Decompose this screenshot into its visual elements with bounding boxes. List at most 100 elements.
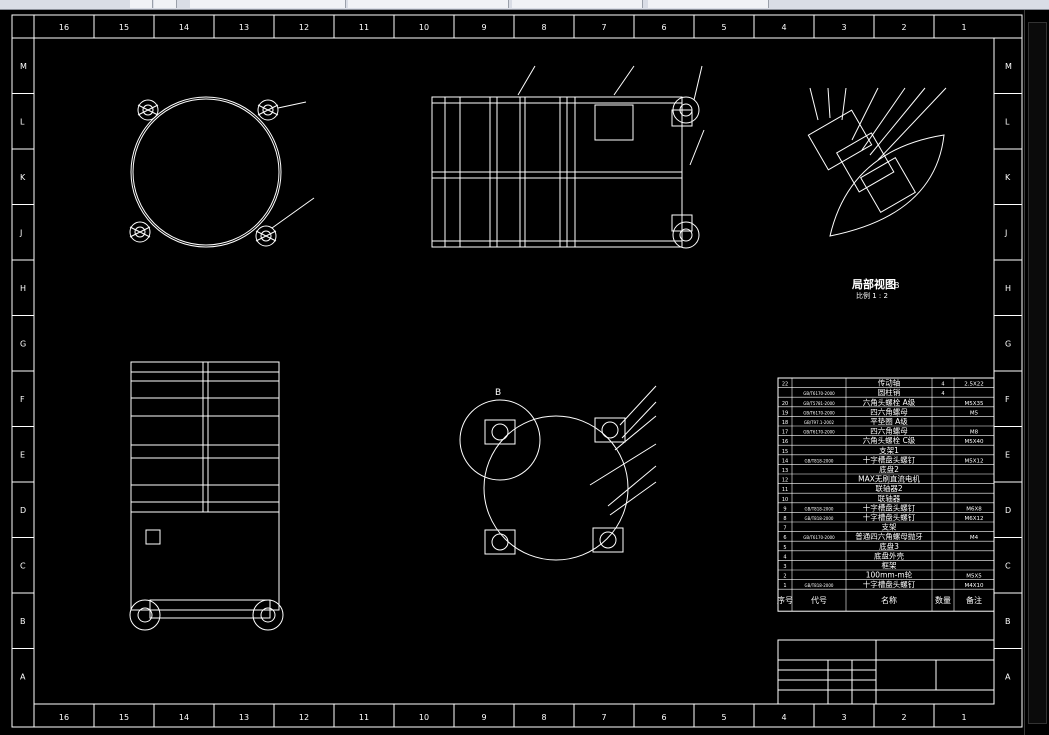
bom-cell: GB/T6170-2000	[803, 535, 835, 540]
column-label: 2	[901, 713, 906, 722]
toolbar-combo-3[interactable]	[512, 0, 643, 8]
detail-view-scale: 比例 1 : 2	[856, 291, 888, 300]
column-label: 16	[59, 23, 69, 32]
row-label: M	[1005, 62, 1012, 71]
bom-cell: 15	[782, 449, 788, 455]
view-detail	[807, 87, 947, 237]
bom-cell: 支架	[882, 522, 897, 532]
wheel-icon	[252, 599, 284, 631]
bom-cell: GB/T6170-2000	[803, 391, 835, 396]
row-label: G	[20, 339, 26, 348]
wheel-icon	[672, 221, 700, 249]
vertical-scrollbar[interactable]	[1024, 10, 1049, 735]
wheel-icon	[672, 96, 700, 124]
row-label: C	[20, 561, 26, 570]
row-label: K	[1005, 173, 1011, 182]
bom-cell: 四六角螺母	[870, 406, 908, 416]
inner-frame	[33, 37, 995, 705]
help-icon[interactable]	[154, 0, 177, 8]
bom-cell: 六角头螺栓 C级	[863, 435, 916, 445]
bom-cell: 支架1	[879, 445, 899, 455]
bom-cell: M4X10	[964, 583, 984, 589]
row-label: A	[1005, 672, 1011, 681]
bom-cell: 六角头螺栓 A级	[863, 397, 916, 407]
view-plan	[459, 385, 657, 561]
column-label: 3	[841, 713, 846, 722]
column-label: 10	[419, 23, 429, 32]
bom-cell: 4	[941, 391, 944, 397]
wheel-icon	[255, 225, 277, 247]
bom-cell: 7	[783, 526, 786, 532]
bom-cell: 20	[782, 401, 788, 407]
row-label: C	[1005, 561, 1011, 570]
bom-cell: 1	[783, 583, 786, 589]
view-front	[129, 361, 284, 631]
bom-cell: 16	[782, 439, 788, 445]
row-label: D	[20, 506, 26, 515]
column-label: 3	[841, 23, 846, 32]
column-label: 13	[239, 23, 249, 32]
bom-cell: 17	[782, 430, 788, 436]
bom-cell: GB/T818-2000	[805, 516, 834, 521]
bom-cell: 14	[782, 458, 788, 464]
bom-cell: M5X40	[964, 439, 984, 445]
bom-cell: 8	[783, 516, 786, 522]
toolbar-combo-2[interactable]	[348, 0, 509, 8]
column-label: 16	[59, 713, 69, 722]
view-label-b: B	[495, 388, 501, 398]
row-label: K	[20, 173, 26, 182]
toolbar-combo-4[interactable]	[648, 0, 769, 8]
column-label: 12	[299, 23, 309, 32]
wheel-icon	[129, 599, 161, 631]
bom-header-cell: 名称	[881, 595, 897, 605]
row-label: L	[20, 117, 25, 126]
bom-cell: 底盘2	[879, 464, 899, 474]
bom-cell: 十字槽盘头螺钉	[863, 454, 916, 464]
bom-cell: M5X35	[964, 401, 984, 407]
bom-cell: MAX无刷直流电机	[858, 474, 920, 484]
row-label: F	[1005, 395, 1010, 404]
bom-cell: 10	[782, 497, 788, 503]
column-label: 6	[661, 713, 666, 722]
detail-view-title: 局部视图	[851, 277, 896, 291]
bom-cell: GB/T97.1-2002	[804, 420, 835, 425]
bom-cell: 联轴器	[878, 493, 901, 503]
bom-cell: M6X8	[966, 506, 982, 512]
toolbar-combo-1[interactable]	[190, 0, 346, 8]
scroll-track[interactable]	[1028, 22, 1047, 724]
column-label: 15	[119, 713, 129, 722]
bom-cell: 十字槽盘头螺钉	[863, 579, 916, 589]
row-label: H	[20, 284, 26, 293]
row-label: D	[1005, 506, 1011, 515]
column-label: 2	[901, 23, 906, 32]
view-frame-side	[431, 65, 705, 249]
row-label: E	[20, 450, 25, 459]
wheel-icon	[594, 417, 626, 443]
bom-cell: M4	[970, 535, 979, 541]
column-label: 14	[179, 23, 189, 32]
row-label: J	[1004, 228, 1007, 237]
bom-cell: 11	[782, 487, 788, 493]
column-label: 7	[601, 713, 606, 722]
column-label: 7	[601, 23, 606, 32]
bom-cell: 2	[783, 574, 786, 580]
column-label: 13	[239, 713, 249, 722]
detail-view-title-suffix: B	[894, 281, 900, 290]
wheel-icon	[592, 527, 624, 553]
wheel-icon	[484, 419, 516, 445]
bom-cell: 传动轴	[878, 378, 901, 388]
bom-cell: GB/T5781-2000	[803, 401, 835, 406]
column-label: 1	[961, 713, 966, 722]
bom-cell: 十字槽盘头螺钉	[863, 512, 916, 522]
column-label: 14	[179, 713, 189, 722]
row-label: F	[20, 395, 25, 404]
column-label: 8	[541, 713, 546, 722]
row-label: A	[20, 672, 26, 681]
column-label: 11	[359, 23, 369, 32]
column-label: 9	[481, 713, 486, 722]
app-icon[interactable]	[130, 0, 153, 8]
